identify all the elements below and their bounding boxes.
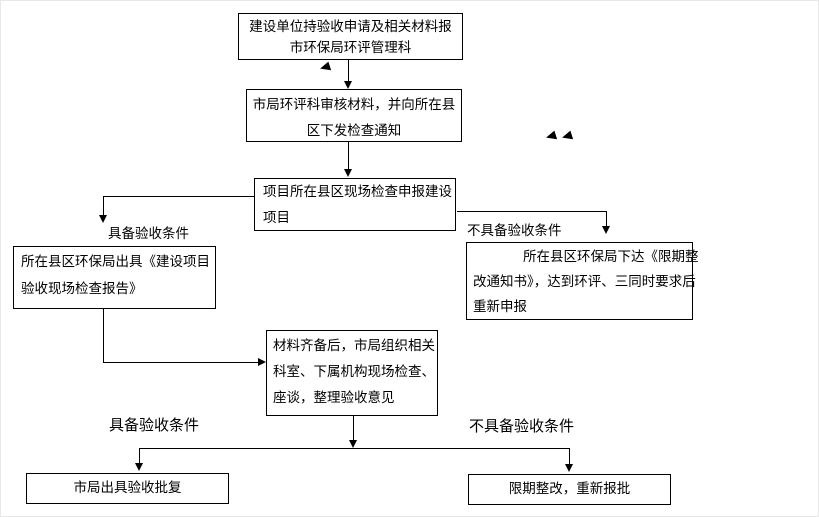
arrowhead-down-icon [602, 226, 610, 234]
connector-line [353, 416, 354, 441]
connector-line [569, 448, 570, 465]
flow-node-review-materials: 市局环评科审核材料，并向所在县区下发检查通知 [246, 89, 462, 142]
connector-line [457, 211, 606, 212]
connector-line [606, 211, 607, 227]
connector-line [103, 309, 104, 363]
stray-left-arrowhead-icon [318, 61, 332, 74]
label-qualified-bottom: 具备验收条件 [109, 416, 200, 434]
flow-node-issue-approval: 市局出具验收批复 [26, 473, 229, 504]
arrowhead-down-icon [344, 81, 352, 89]
connector-line [103, 196, 104, 216]
stray-left-arrowhead-icon [560, 130, 574, 143]
flow-node-submit-application: 建设单位持验收申请及相关材料报市环保局环评管理科 [238, 13, 463, 60]
arrowhead-down-icon [565, 464, 573, 472]
connector-line [348, 60, 349, 82]
arrowhead-down-icon [344, 169, 352, 177]
arrowhead-down-icon [99, 215, 107, 223]
label-unqualified-top: 不具备验收条件 [467, 223, 562, 239]
flow-node-rectification-notice: 所在县区环保局下达《限期整改通知书》，达到环评、三同时要求后重新申报 [466, 242, 699, 320]
connector-line [348, 142, 349, 170]
flow-node-rectify-resubmit: 限期整改，重新报批 [468, 474, 671, 505]
flow-node-county-site-check: 项目所在县区现场检查申报建设项目 [254, 178, 456, 231]
arrowhead-down-icon [135, 463, 143, 471]
connector-line [139, 448, 569, 449]
flow-node-organize-acceptance: 材料齐备后，市局组织相关科室、下属机构现场检查、座谈，整理验收意见 [266, 330, 438, 416]
label-unqualified-bottom: 不具备验收条件 [469, 417, 575, 435]
arrowhead-right-icon [258, 358, 266, 366]
arrowhead-down-icon [349, 440, 357, 448]
stray-left-arrowhead-icon [544, 130, 558, 143]
connector-line [139, 448, 140, 464]
connector-line [103, 196, 254, 197]
connector-line [103, 362, 259, 363]
label-qualified-top: 具备验收条件 [108, 226, 189, 242]
flow-node-issue-inspection-report: 所在县区环保局出具《建设项目验收现场检查报告》 [13, 246, 216, 309]
